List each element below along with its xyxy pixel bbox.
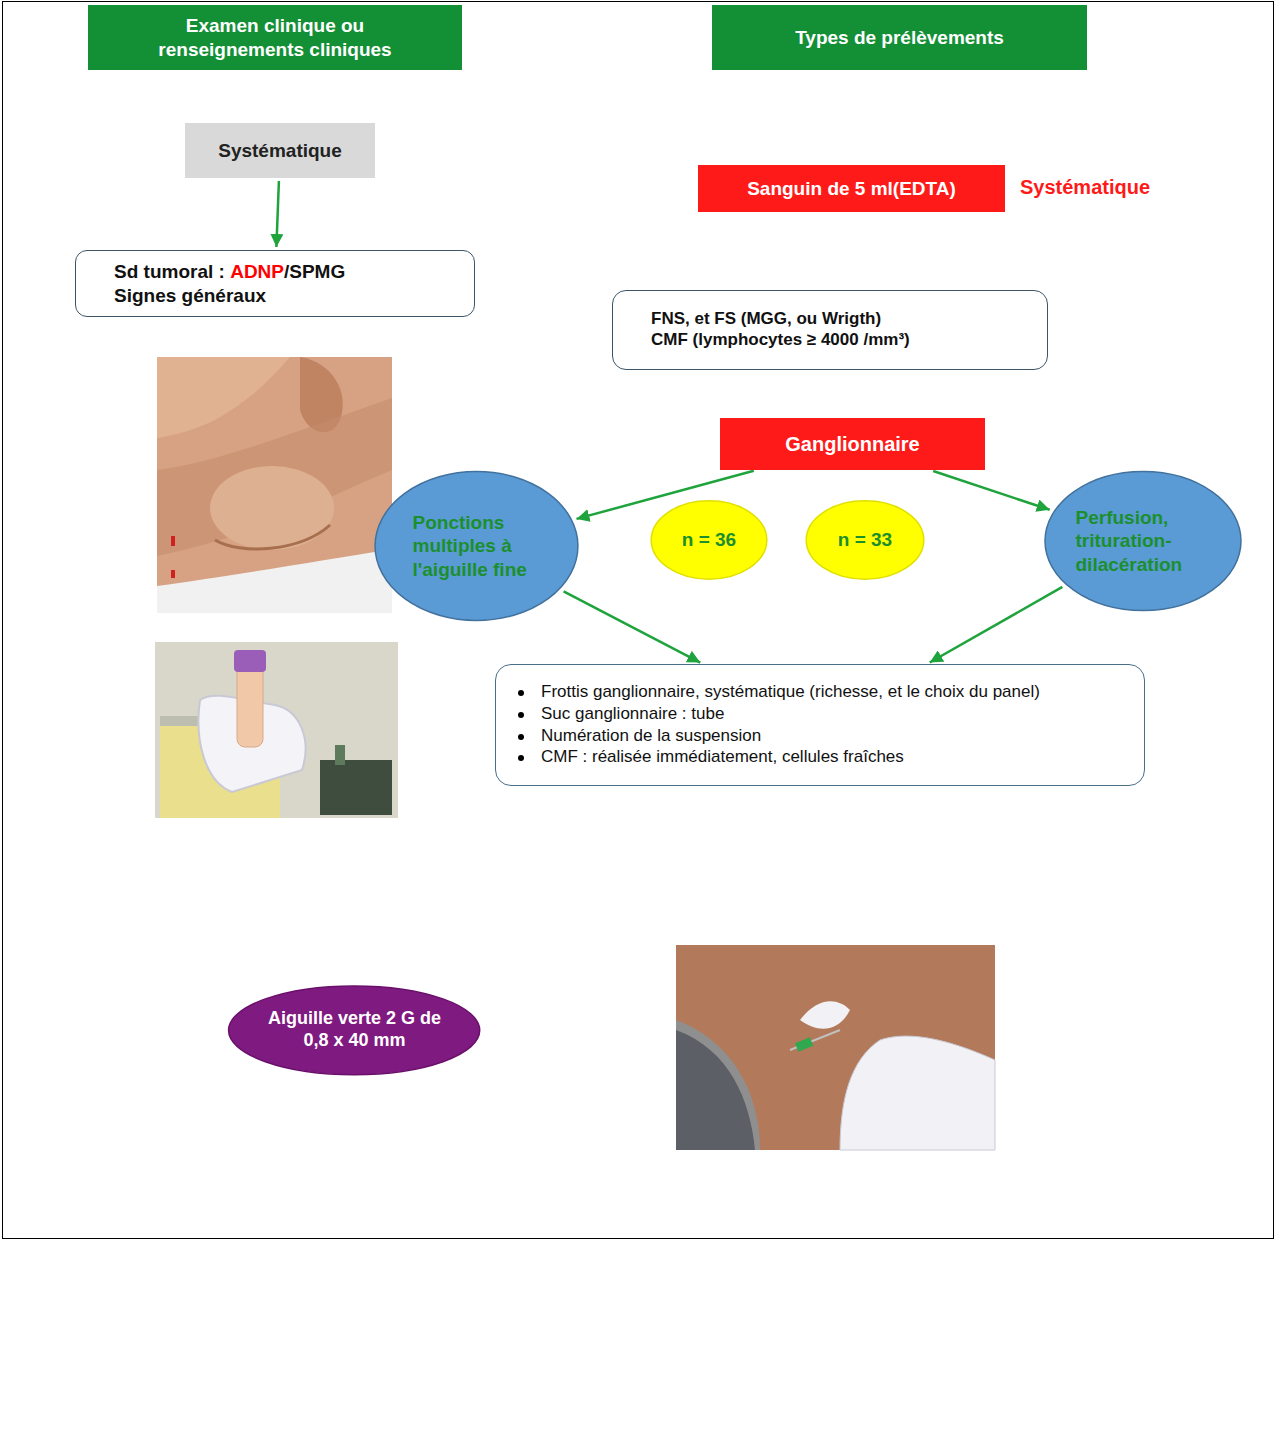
bottles xyxy=(320,760,392,815)
header-box: Examen clinique ou renseignements cliniq… xyxy=(88,5,462,70)
node-text: Sd tumoral : xyxy=(114,261,225,282)
bullet-text: Frottis ganglionnaire, systématique (ric… xyxy=(541,682,1081,703)
puncture-photo xyxy=(676,945,995,1150)
bottle-cap xyxy=(335,745,345,765)
sample-box: Ganglionnaire xyxy=(720,418,985,470)
arrow-connector xyxy=(933,471,1049,510)
bullet-row: CMF : réalisée immédiatement, cellules f… xyxy=(518,747,1081,768)
node-text: FNS, et FS (MGG, ou Wrigth) xyxy=(651,309,910,330)
node-text: Signes généraux xyxy=(114,284,345,307)
side-label: Systématique xyxy=(1020,176,1150,199)
text-group: Frottis ganglionnaire, systématique (ric… xyxy=(518,681,1081,769)
arrow-connector xyxy=(276,181,279,247)
node-text: Ponctions multiples à l'aiguille fine xyxy=(413,511,541,581)
sample-box: Sanguin de 5 ml(EDTA) xyxy=(698,165,1005,212)
text-group: Sd tumoral :ADNP/SPMGSignes généraux xyxy=(114,260,345,306)
node-text: Aiguille verte 2 G de 0,8 x 40 mm xyxy=(259,1008,449,1052)
bullet-dot xyxy=(518,755,524,761)
method-ellipse: Perfusion, trituration-dilacération xyxy=(1043,470,1243,612)
ellipse-shape xyxy=(651,501,767,579)
ellipse-shape xyxy=(1045,471,1241,610)
text-group: Aiguille verte 2 G de 0,8 x 40 mm xyxy=(259,1008,449,1052)
ellipse-shape xyxy=(375,472,578,621)
bullet-dot xyxy=(518,712,524,718)
collar xyxy=(157,549,392,613)
node-text: n = 36 xyxy=(682,528,736,551)
node-text: Types de prélèvements xyxy=(795,26,1004,49)
bullet-row: Numération de la suspension xyxy=(518,726,1081,747)
skin-ground xyxy=(157,357,392,613)
node-text: ADNP xyxy=(230,261,284,282)
bench-ground xyxy=(155,642,398,818)
count-ellipse: n = 36 xyxy=(650,500,768,580)
text-group: Examen clinique ou renseignements cliniq… xyxy=(125,14,425,60)
bullet-dot xyxy=(518,690,524,696)
node-text: Examen clinique ou renseignements cliniq… xyxy=(125,14,425,60)
neck-photo xyxy=(157,357,392,613)
node-text: Perfusion, trituration-dilacération xyxy=(1076,506,1211,576)
lymph-node-swelling xyxy=(210,466,334,550)
gloved-hand xyxy=(840,1036,995,1150)
node-text: /SPMG xyxy=(284,261,345,282)
skin xyxy=(676,945,995,1150)
tube-cap xyxy=(234,650,266,672)
bullet-row: Frottis ganglionnaire, systématique (ric… xyxy=(518,682,1081,703)
ellipse-shape xyxy=(229,986,480,1075)
text-group: Systématique xyxy=(218,139,342,162)
info-box: Sd tumoral :ADNP/SPMGSignes généraux xyxy=(75,250,475,317)
text-group: FNS, et FS (MGG, ou Wrigth)CMF (lymphocy… xyxy=(651,309,910,350)
header-box: Types de prélèvements xyxy=(712,5,1087,70)
bullet-box: Frottis ganglionnaire, systématique (ric… xyxy=(495,664,1145,786)
tube-photo xyxy=(155,642,398,818)
text-group: Perfusion, trituration-dilacération xyxy=(1076,506,1211,576)
bullet-text: Suc ganglionnaire : tube xyxy=(541,704,1081,725)
text-group: n = 33 xyxy=(838,528,892,551)
info-box: FNS, et FS (MGG, ou Wrigth)CMF (lymphocy… xyxy=(612,290,1048,370)
glove-finger xyxy=(800,1001,850,1028)
bullet-row: Suc ganglionnaire : tube xyxy=(518,704,1081,725)
tube xyxy=(237,665,263,747)
node-text: Systématique xyxy=(218,139,342,162)
swelling-edge xyxy=(215,525,330,549)
node-text: n = 33 xyxy=(838,528,892,551)
node-text: Ganglionnaire xyxy=(785,432,919,456)
cheek xyxy=(157,357,290,438)
text-group: Types de prélèvements xyxy=(795,26,1004,49)
method-ellipse: Ponctions multiples à l'aiguille fine xyxy=(373,470,580,622)
tag-box: Systématique xyxy=(185,123,375,178)
text-line: Sd tumoral :ADNP/SPMG xyxy=(114,260,345,283)
ellipse-shape xyxy=(806,501,924,579)
arrow-connector xyxy=(930,587,1063,663)
count-ellipse: n = 33 xyxy=(805,500,925,580)
bullet-text: Numération de la suspension xyxy=(541,726,1081,747)
needle-hub xyxy=(795,1037,813,1051)
wall-ground xyxy=(676,945,995,1150)
text-group: Sanguin de 5 ml(EDTA) xyxy=(747,177,956,200)
text-group: Ganglionnaire xyxy=(785,432,919,456)
neck-shadow xyxy=(157,398,392,556)
needle-ellipse: Aiguille verte 2 G de 0,8 x 40 mm xyxy=(226,985,482,1076)
bullet-dot xyxy=(518,734,524,740)
skin-mark xyxy=(171,536,175,546)
arrow-connector xyxy=(564,591,701,662)
text-group: Ponctions multiples à l'aiguille fine xyxy=(413,511,541,581)
bullet-text: CMF : réalisée immédiatement, cellules f… xyxy=(541,747,1081,768)
node-text: Sanguin de 5 ml(EDTA) xyxy=(747,177,956,200)
node-text: CMF (lymphocytes ≥ 4000 /mm³) xyxy=(651,330,910,351)
text-group: n = 36 xyxy=(682,528,736,551)
clothing xyxy=(676,1030,755,1150)
skin-mark xyxy=(171,570,175,578)
